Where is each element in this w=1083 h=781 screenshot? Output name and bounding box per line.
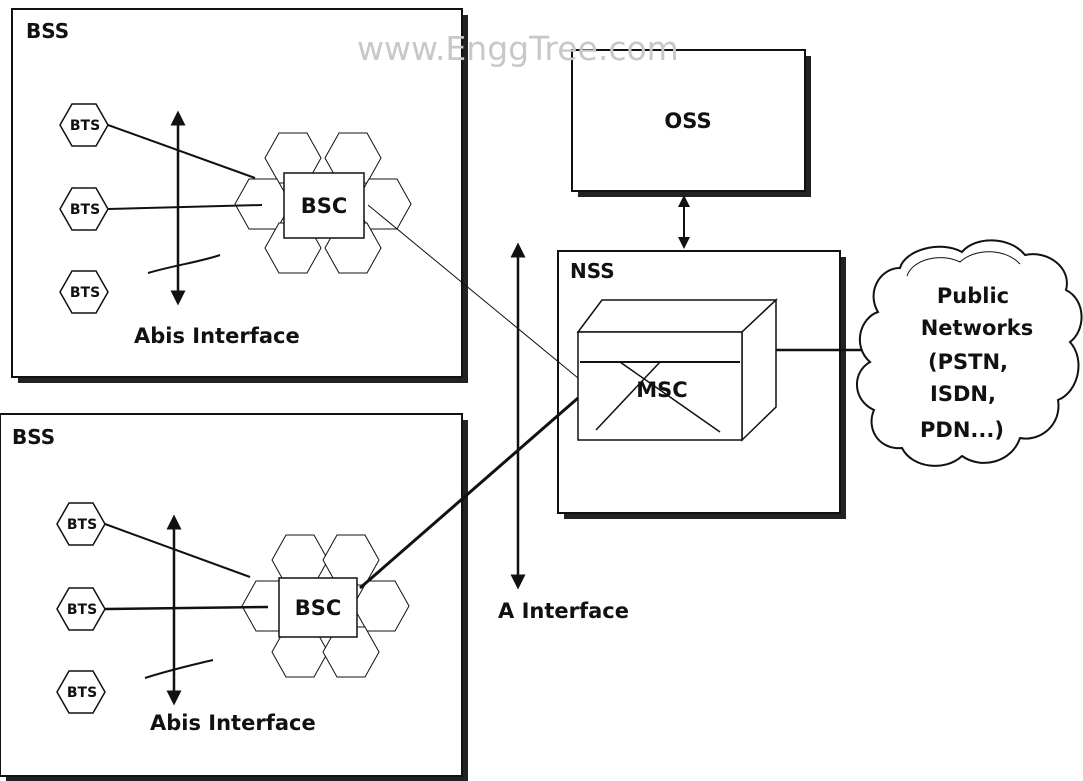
bts-top-1: BTS [59,103,109,147]
bts-top-3: BTS [59,270,109,314]
bts-top-1-label: BTS [70,118,100,134]
a-interface-label: A Interface [498,599,629,623]
public-line-2: Networks [921,316,1034,340]
oss-node: OSS [571,49,811,197]
bts-top-2: BTS [59,187,109,231]
bts-bottom-1: BTS [56,502,106,546]
bts-bottom-3-hex [56,670,106,714]
bss-top-title: BSS [26,19,69,43]
oss-box [571,49,806,192]
cloud-shape [856,239,1083,467]
public-networks-cloud: Public Networks (PSTN, ISDN, PDN...) [856,239,1083,467]
bts-top-3-label: BTS [70,285,100,301]
msc-label: MSC [636,378,687,402]
msc-front-face [577,331,743,441]
msc-cross-line-b [619,361,721,433]
public-line-4: ISDN, [930,382,996,406]
bss-bottom-title: BSS [12,425,55,449]
nss-title: NSS [570,259,615,283]
bts-top-3-hex [59,270,109,314]
bss-bottom-contents: BSC BTS BTS BTS Abis Interface [56,502,410,735]
bsc-top-msc-link [367,204,579,379]
bsc-bottom-msc-link [359,396,579,590]
abis-bottom-label: Abis Interface [150,711,316,735]
bss-top-contents: BSC BTS BTS BTS Abis Interface [59,103,412,348]
public-line-5: PDN...) [920,418,1004,442]
bts-bottom-1-label: BTS [67,517,97,533]
public-line-3: (PSTN, [928,350,1008,374]
msc-node: MSC [576,298,778,442]
public-line-1: Public [937,284,1009,308]
bsc-top-label: BSC [301,194,348,218]
abis-top-label: Abis Interface [134,324,300,348]
bts-bottom-2-label: BTS [67,602,97,618]
bts-top-3-broken-link [147,254,221,274]
bts-bottom-2-link [104,605,269,611]
bts-top-2-label: BTS [70,202,100,218]
bsc-top-box [283,172,365,239]
bts-bottom-3-label: BTS [67,685,97,701]
bts-bottom-3: BTS [56,670,106,714]
oss-label: OSS [664,109,711,133]
bsc-bottom-box [278,577,358,638]
msc-cross-line-a [595,361,661,431]
bsc-bottom-label: BSC [295,596,342,620]
watermark-text: www.EnggTree.com [357,29,679,68]
cloud-inner-edge [906,251,1021,277]
